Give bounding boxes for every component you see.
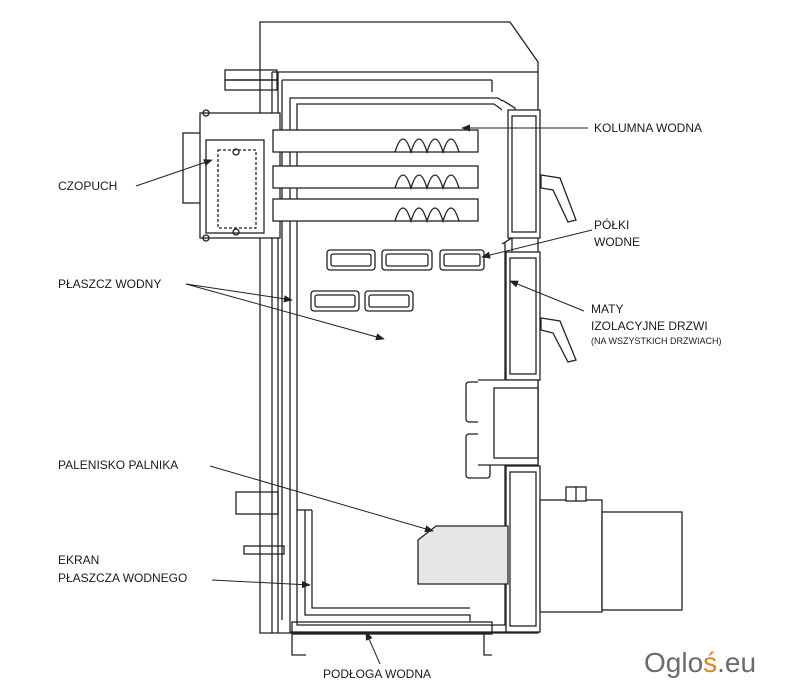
doors: [478, 99, 577, 633]
label-kolumna-wodna: KOLUMNA WODNA: [594, 121, 702, 135]
label-ekran-line2: PŁASZCZA WODNEGO: [58, 571, 187, 585]
label-polki-line2: WODNE: [594, 235, 640, 249]
callout-labels: KOLUMNA WODNA CZOPUCH PÓŁKI WODNE PŁASZC…: [58, 121, 722, 681]
label-polki-line1: PÓŁKI: [594, 217, 629, 232]
label-czopuch: CZOPUCH: [58, 179, 117, 193]
burner: [417, 486, 683, 613]
label-maty-line1: MATY: [591, 302, 623, 316]
leader-lines: [135, 124, 593, 665]
flue-chimney: [182, 109, 281, 242]
label-plaszcz-wodny: PŁASZCZ WODNY: [58, 277, 161, 291]
label-ekran-line1: EKRAN: [58, 553, 99, 567]
label-palenisko-palnika: PALENISKO PALNIKA: [58, 458, 178, 472]
water-column: [272, 129, 479, 224]
watermark-logo: Ogloś.eu: [644, 647, 756, 678]
label-maty-line3: (NA WSZYSTKICH DRZWIACH): [591, 336, 722, 346]
label-podloga-wodna: PODŁOGA WODNA: [323, 667, 431, 681]
label-maty-line2: IZOLACYJNE DRZWI: [591, 319, 708, 333]
